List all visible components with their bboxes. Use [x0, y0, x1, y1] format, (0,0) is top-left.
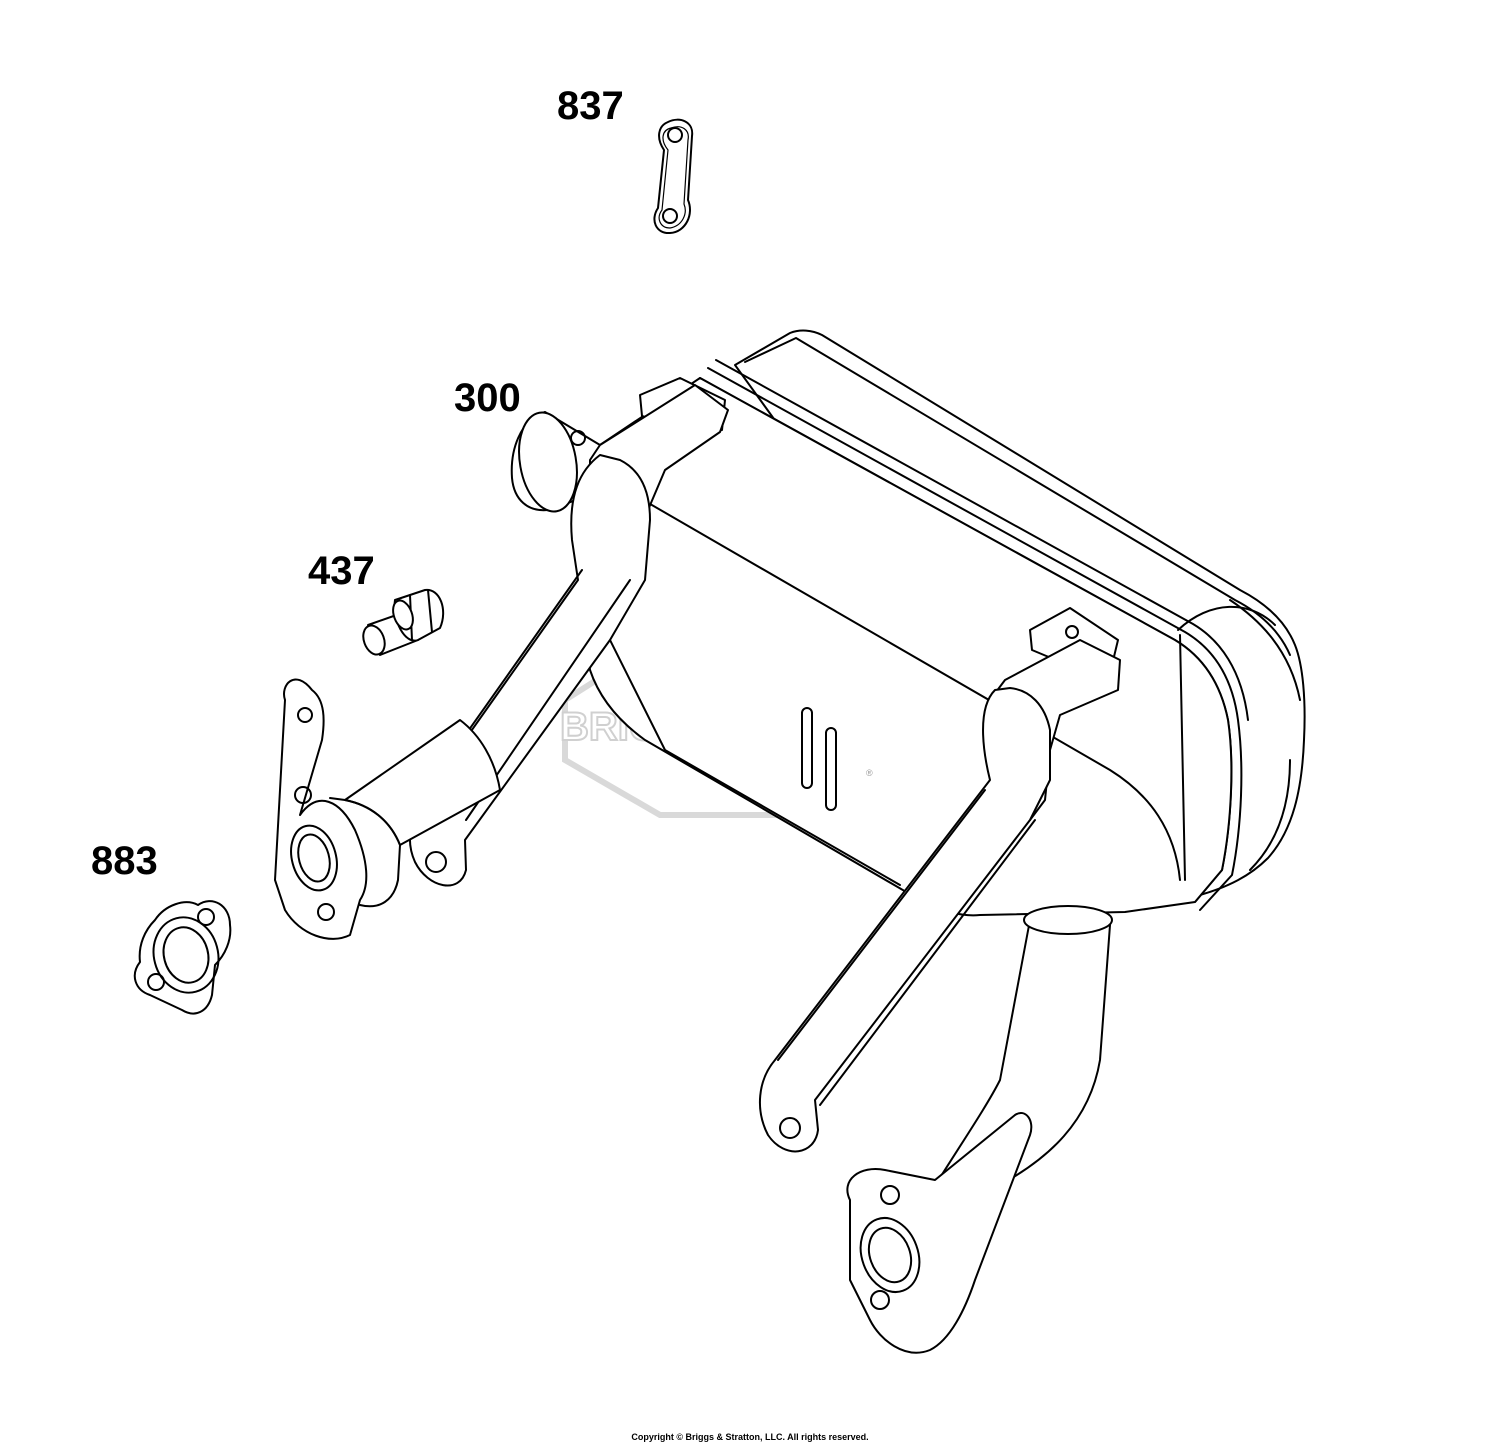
callout-837: 837: [557, 84, 624, 128]
callout-883: 883: [91, 839, 158, 883]
callout-437: 437: [308, 549, 375, 593]
copyright-notice: Copyright © Briggs & Stratton, LLC. All …: [631, 1432, 869, 1442]
callout-300: 300: [454, 376, 521, 420]
part-883-gasket[interactable]: [133, 900, 232, 1015]
part-437-bolt[interactable]: [359, 588, 445, 658]
part-300-muffler[interactable]: ®: [274, 329, 1306, 1354]
svg-text:®: ®: [866, 768, 873, 778]
part-837-link-plate[interactable]: [653, 118, 694, 235]
